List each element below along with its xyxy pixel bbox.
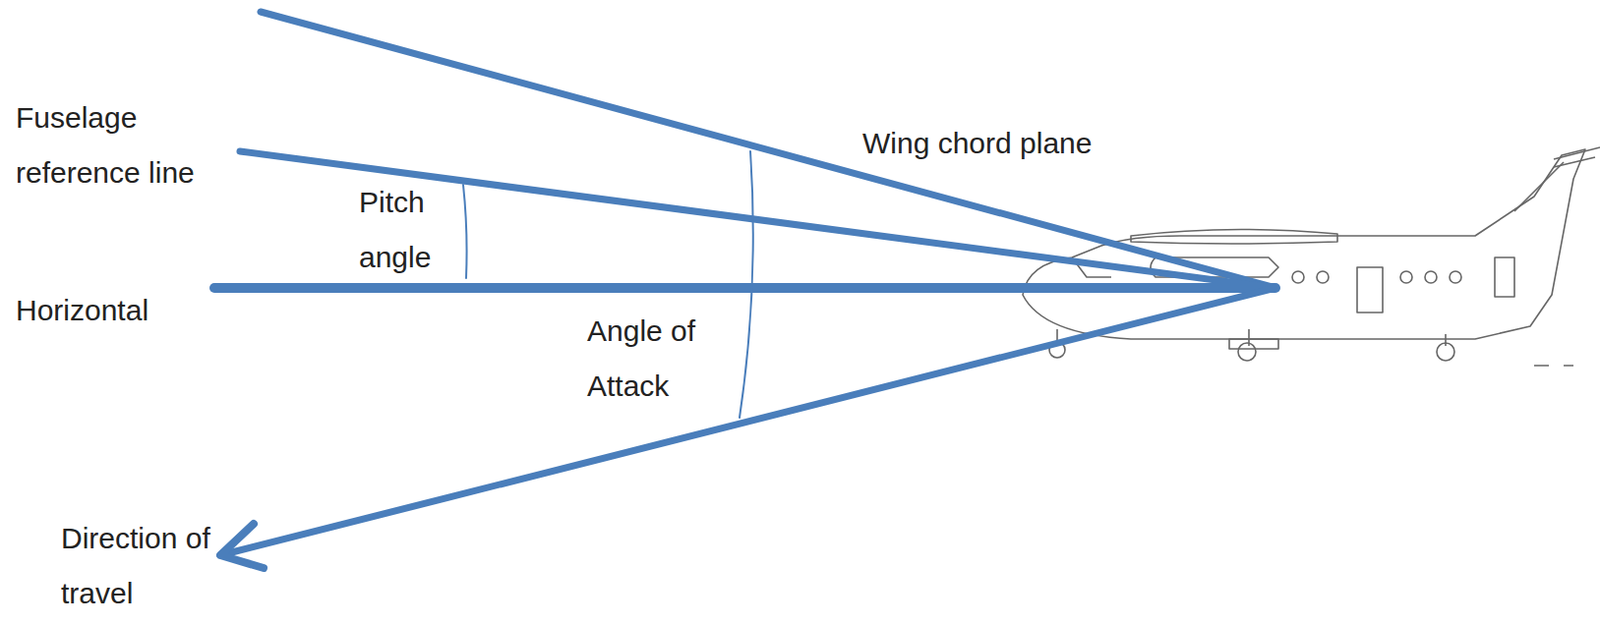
part-label: Wing chord plane — [862, 116, 1178, 172]
wing-chord-line — [260, 11, 1276, 289]
horizontal-line — [214, 283, 1276, 294]
arrow-head — [220, 524, 264, 569]
angle-label: Pitch angle — [358, 175, 458, 286]
part-label: Horizontal — [15, 283, 213, 339]
fuselage-reference-line — [239, 151, 1276, 289]
angle-label: Angle of Attack — [587, 303, 725, 415]
part-label: Direction of travel — [60, 511, 219, 622]
attack-arc — [739, 151, 754, 418]
part-label: Fuselage reference line — [15, 90, 233, 201]
pitch-arc — [463, 184, 468, 279]
